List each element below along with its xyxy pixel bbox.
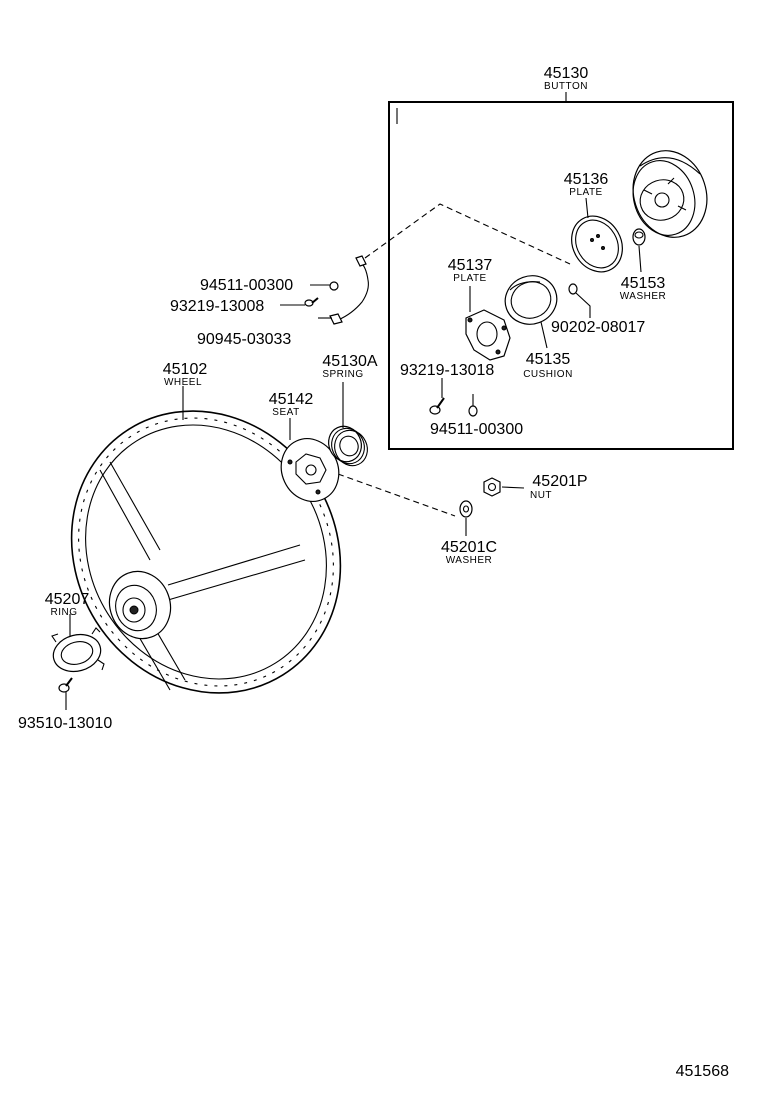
callout-45102-number: 45102 (163, 361, 208, 378)
button-assembly-box (388, 101, 734, 450)
cushion-45135-part (504, 275, 558, 325)
callout-45137-label: PLATE (453, 273, 486, 284)
callout-45207-number: 45207 (45, 591, 90, 608)
callout-45135: 45135 CUSHION (523, 351, 573, 380)
callout-45130-number: 45130 (544, 65, 589, 82)
callout-45130: 45130 BUTTON (544, 65, 589, 92)
leader-45201P (501, 486, 525, 489)
callout-90945-number: 90945-03033 (197, 331, 291, 348)
steering-wheel-part (70, 410, 342, 694)
callout-90202-number: 90202-08017 (551, 319, 645, 336)
callout-45142-label: SEAT (272, 407, 299, 418)
spring-45130A-part (328, 425, 368, 467)
callout-45135-number: 45135 (526, 351, 571, 368)
callout-45136-label: PLATE (569, 187, 602, 198)
leader-45136 (585, 197, 589, 219)
callout-45130A-label: SPRING (322, 369, 363, 380)
callout-94511a-number: 94511-00300 (200, 277, 293, 294)
callout-45207: 45207 RING (45, 591, 90, 618)
callout-45130A-number: 45130A (322, 353, 377, 370)
callout-45153-label: WASHER (620, 291, 667, 302)
callout-94511b-number: 94511-00300 (430, 421, 523, 438)
nut-45201P-part (483, 477, 501, 497)
callout-45102-label: WHEEL (164, 377, 202, 388)
callout-45201P-label: NUT (530, 490, 552, 501)
screw-93219-13018-part (429, 397, 445, 415)
ring-45207-part (51, 627, 105, 673)
leader-45153 (638, 245, 642, 273)
callout-45201C-label: WASHER (446, 555, 493, 566)
callout-45136-number: 45136 (564, 171, 609, 188)
assembly-line-upper (364, 203, 571, 265)
callout-93219b-number: 93219-13018 (400, 362, 494, 379)
callout-45201P: 45201P NUT (530, 473, 588, 501)
callout-45130A: 45130A SPRING (322, 353, 378, 380)
callout-93510-number: 93510-13010 (18, 715, 112, 732)
plate-45137-part (465, 309, 511, 361)
leader-90202 (575, 292, 591, 318)
callout-45142: 45142 SEAT (269, 391, 314, 418)
callout-93219a-number: 93219-13008 (170, 298, 264, 315)
callout-45102: 45102 WHEEL (163, 361, 208, 388)
assembly-line-lower (337, 473, 456, 517)
seat-45142-part (280, 438, 340, 502)
horn-button-cap (632, 150, 708, 238)
callout-45142-number: 45142 (269, 391, 314, 408)
callout-45207-label: RING (51, 607, 78, 618)
washer-45201C-part (459, 500, 473, 518)
callout-45201C-number: 45201C (441, 539, 497, 556)
washer-45153-part (632, 228, 646, 246)
callout-45135-label: CUSHION (523, 369, 573, 380)
callout-45201P-number: 45201P (532, 473, 587, 490)
leader-45135 (540, 321, 548, 349)
callout-45153-number: 45153 (621, 275, 666, 292)
callout-45136: 45136 PLATE (564, 171, 609, 198)
callout-45137-number: 45137 (448, 257, 493, 274)
callout-45130-label: BUTTON (544, 81, 588, 92)
callout-45137: 45137 PLATE (448, 257, 493, 284)
callout-45201C: 45201C WASHER (441, 539, 497, 566)
plate-45136-part (571, 215, 623, 273)
callout-45153: 45153 WASHER (620, 275, 667, 302)
screw-93219-13008-part (304, 297, 319, 307)
nut-94511-a-part (329, 281, 339, 291)
nut-94511-b-part (468, 405, 478, 417)
horn-wire-part (329, 255, 369, 325)
screw-93510-part (58, 677, 73, 693)
diagram-id: 451568 (676, 1063, 729, 1080)
nut-90202-part (568, 283, 578, 295)
